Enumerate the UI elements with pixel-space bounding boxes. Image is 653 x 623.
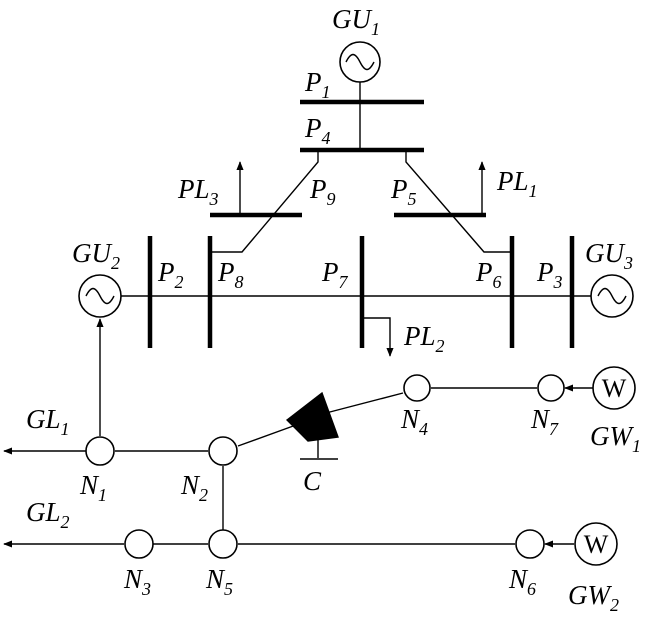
label-n7: N7 bbox=[530, 404, 559, 439]
label-p3: P3 bbox=[536, 257, 563, 292]
label-pl1: PL1 bbox=[496, 166, 538, 201]
label-pl2: PL2 bbox=[403, 321, 445, 356]
label-pl3: PL3 bbox=[177, 174, 219, 209]
label-n3: N3 bbox=[123, 564, 151, 599]
label-p6: P6 bbox=[475, 257, 502, 292]
line-p4-p8 bbox=[212, 150, 319, 253]
label-gw1: GW1 bbox=[590, 421, 641, 456]
label-gl1: GL1 bbox=[26, 404, 70, 439]
label-p8: P8 bbox=[217, 257, 244, 292]
node-n4 bbox=[403, 374, 431, 402]
label-gl2: GL2 bbox=[26, 497, 70, 532]
load-arrow-pl2 bbox=[362, 317, 394, 357]
node-n3 bbox=[124, 529, 154, 559]
label-p4: P4 bbox=[304, 113, 331, 148]
node-n1 bbox=[85, 436, 115, 466]
label-p9: P9 bbox=[309, 174, 336, 209]
line-p4-p6 bbox=[405, 150, 512, 253]
pipe-compressor-n4 bbox=[325, 392, 404, 414]
label-n2: N2 bbox=[180, 470, 208, 505]
generator-gu3 bbox=[590, 274, 634, 318]
wind-farm-w2: W bbox=[574, 522, 618, 566]
generator-gu1 bbox=[339, 41, 381, 83]
compressor-c bbox=[285, 391, 339, 460]
label-p2: P2 bbox=[157, 257, 184, 292]
label-p7: P7 bbox=[321, 257, 349, 292]
wind-farm-w1: W bbox=[592, 366, 636, 410]
node-n5 bbox=[208, 529, 238, 559]
node-n2 bbox=[208, 436, 238, 466]
label-n1: N1 bbox=[79, 470, 107, 505]
label-c: C bbox=[303, 466, 322, 496]
label-gu3: GU3 bbox=[585, 238, 633, 273]
generator-gu2 bbox=[78, 274, 122, 318]
pipe-n2-compressor bbox=[237, 424, 297, 447]
wind-label-w2: W bbox=[584, 530, 609, 559]
label-p5: P5 bbox=[390, 174, 417, 209]
node-n7 bbox=[537, 374, 565, 402]
label-n5: N5 bbox=[205, 564, 233, 599]
node-n6 bbox=[515, 529, 545, 559]
label-n6: N6 bbox=[508, 564, 536, 599]
label-gw2: GW2 bbox=[568, 580, 619, 615]
label-gu2: GU2 bbox=[72, 238, 120, 273]
label-n4: N4 bbox=[400, 404, 428, 439]
label-gu1: GU1 bbox=[332, 4, 380, 39]
wind-label-w1: W bbox=[602, 374, 627, 403]
label-p1: P1 bbox=[304, 67, 331, 102]
